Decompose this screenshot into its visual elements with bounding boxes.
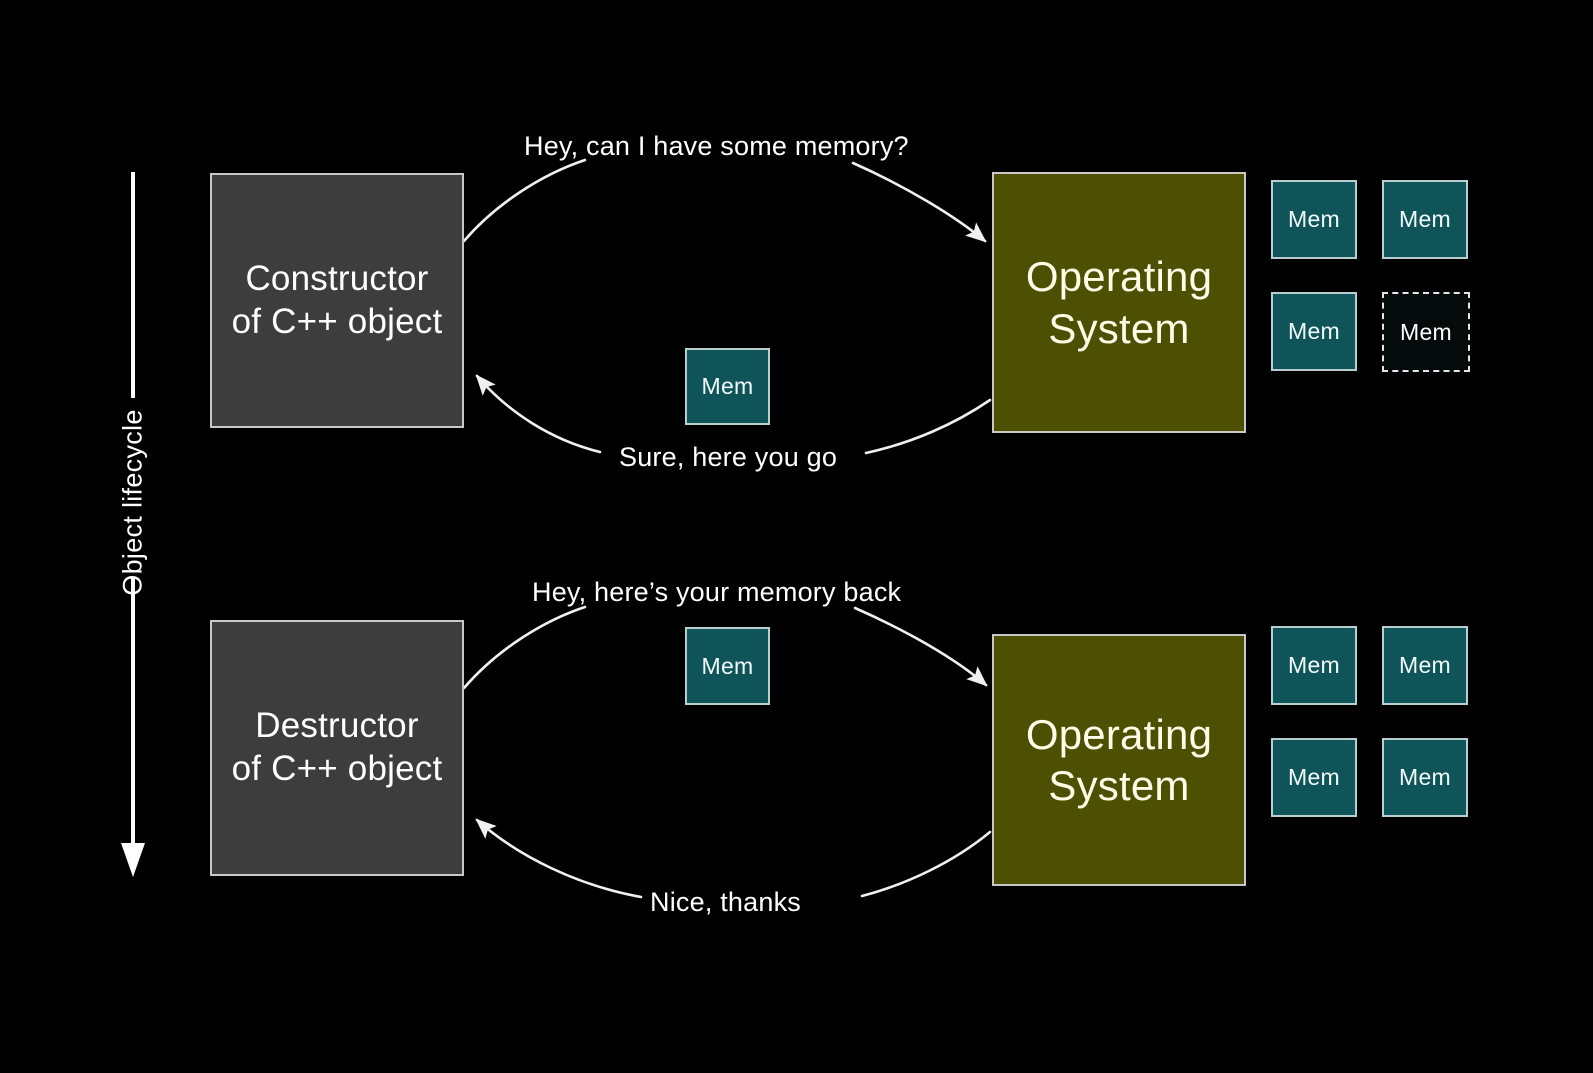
memory-block-in-transit-top: Mem [685,348,770,425]
os-bottom-label-line1: Operating [1025,710,1213,758]
memory-block-pool-bottom-1: Mem [1271,626,1357,705]
operating-system-box-bottom: Operating System [992,634,1246,886]
os-top-label-line2: System [1048,304,1190,352]
os-top-label-line1: Operating [1025,253,1213,301]
message-request-memory: Hey, can I have some memory? [524,131,909,161]
constructor-box: Constructor of C++ object [210,173,464,428]
message-return-memory: Hey, here’s your memory back [532,577,902,607]
arrow-ack-bottom [475,818,992,899]
lifecycle-axis-label: Object lifecycle [117,409,148,596]
message-grant-memory: Sure, here you go [619,442,838,472]
operating-system-box-top: Operating System [992,172,1246,433]
constructor-label-line1: Constructor [245,258,429,298]
arrow-request-top [462,158,987,243]
memory-block-in-transit-bottom: Mem [685,627,770,705]
destructor-label-line1: Destructor [255,706,419,746]
memory-block-pool-top-2: Mem [1382,180,1468,259]
memory-block-pool-top-3: Mem [1271,292,1357,371]
arrow-down-icon [121,843,145,877]
memory-block-pool-top-1: Mem [1271,180,1357,259]
destructor-box: Destructor of C++ object [210,620,464,876]
os-bottom-label-line2: System [1048,762,1190,809]
memory-block-pool-bottom-4: Mem [1382,738,1468,817]
constructor-label-line2: of C++ object [231,301,443,341]
memory-block-pool-top-4-free: Mem [1382,292,1470,372]
message-acknowledge: Nice, thanks [650,887,801,917]
memory-block-pool-bottom-2: Mem [1382,626,1468,705]
memory-block-pool-bottom-3: Mem [1271,738,1357,817]
destructor-label-line2: of C++ object [231,749,443,788]
